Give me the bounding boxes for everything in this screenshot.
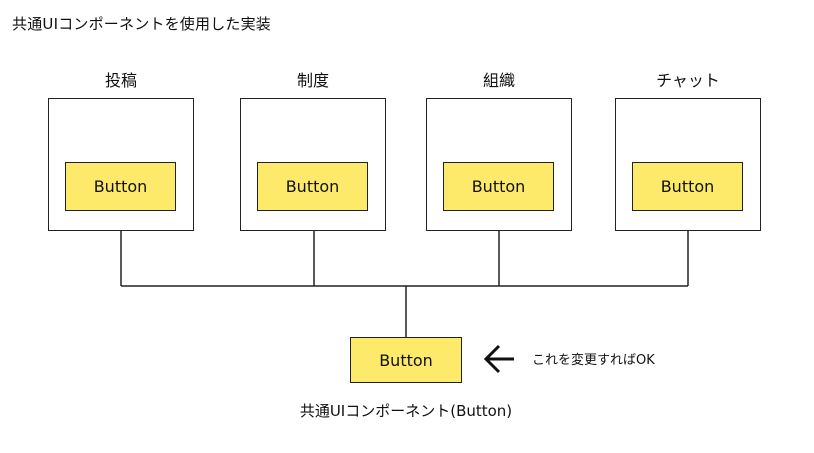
shared-component-caption: 共通UIコンポーネント(Button) [299,402,513,420]
system-button[interactable]: Button [257,162,368,211]
org-button[interactable]: Button [443,162,554,211]
module-label-post: 投稿 [104,71,137,90]
page-title: 共通UIコンポーネントを使用した実装 [12,15,272,33]
module-post: Button [48,98,194,231]
chat-button[interactable]: Button [632,162,743,211]
module-org: Button [426,98,572,231]
shared-button[interactable]: Button [350,337,462,383]
module-system: Button [240,98,386,231]
post-button[interactable]: Button [65,162,176,211]
module-label-chat: チャット [656,71,720,90]
arrow-left-icon [483,344,514,374]
module-chat: Button [615,98,761,231]
module-label-system: 制度 [296,71,329,90]
annotation-text: これを変更すればOK [532,353,655,368]
module-label-org: 組織 [482,71,515,90]
